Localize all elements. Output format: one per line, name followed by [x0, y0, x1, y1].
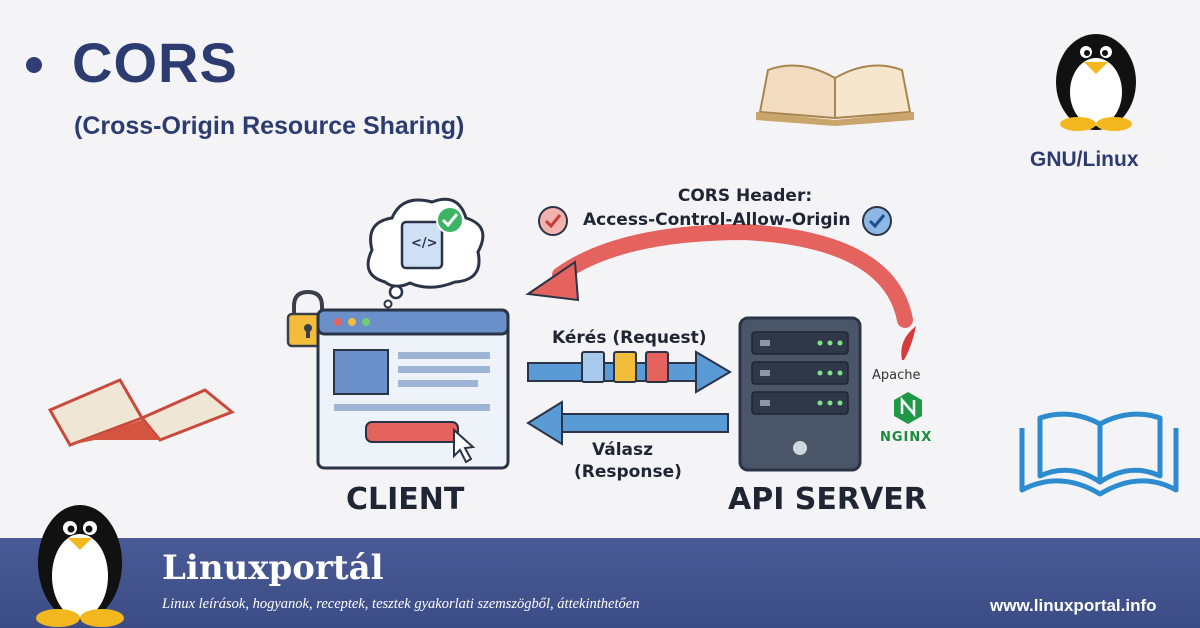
gnu-linux-label: GNU/Linux	[1030, 148, 1139, 171]
cors-arrow-head	[525, 260, 580, 302]
apache-feather-icon	[901, 326, 916, 360]
footer-tagline: Linux leírások, hogyanok, receptek, tesz…	[162, 596, 640, 612]
response-label: Válasz	[592, 440, 654, 460]
footer-tux-icon	[36, 505, 124, 627]
request-file-icon	[613, 351, 637, 383]
footer-url-link[interactable]: www.linuxportal.info	[990, 596, 1157, 615]
bullet-dot	[26, 56, 42, 73]
red-book-icon	[47, 378, 235, 447]
thought-cloud	[366, 197, 485, 309]
nginx-logo-icon	[894, 392, 922, 424]
footer-brand: Linuxportál	[162, 548, 384, 588]
request-file-icon	[581, 351, 605, 383]
server-label: API SERVER	[728, 482, 927, 517]
api-server-tower	[738, 316, 862, 472]
red-check-icon	[538, 206, 568, 236]
request-file-icon	[645, 351, 669, 383]
open-book-icon	[756, 64, 914, 126]
page-title: CORS	[72, 31, 238, 94]
cors-return-arrow	[552, 223, 913, 328]
code-file-icon	[400, 220, 444, 270]
footer-bar	[0, 538, 1200, 628]
blue-check-icon	[862, 206, 892, 236]
nginx-label: NGINX	[880, 430, 933, 445]
apache-label: Apache	[872, 368, 921, 383]
request-label: Kérés (Request)	[552, 328, 707, 348]
response-arrow	[526, 400, 729, 446]
client-button	[365, 421, 459, 443]
blue-book-icon	[1019, 411, 1179, 497]
code-symbol: </>	[411, 236, 438, 251]
diagram-graphics	[47, 34, 1179, 497]
page-subtitle: (Cross-Origin Resource Sharing)	[74, 112, 465, 140]
client-browser-window	[316, 308, 510, 470]
client-label: CLIENT	[346, 482, 465, 517]
cursor-icon	[453, 427, 476, 464]
response-label-sub: (Response)	[574, 462, 682, 482]
cors-header-name: Access-Control-Allow-Origin	[583, 210, 851, 230]
title-row: CORS	[26, 30, 238, 95]
green-check-icon	[436, 206, 464, 234]
cors-header-label: CORS Header:	[677, 186, 813, 206]
request-arrow	[527, 350, 732, 394]
tux-penguin-icon	[1056, 34, 1136, 131]
